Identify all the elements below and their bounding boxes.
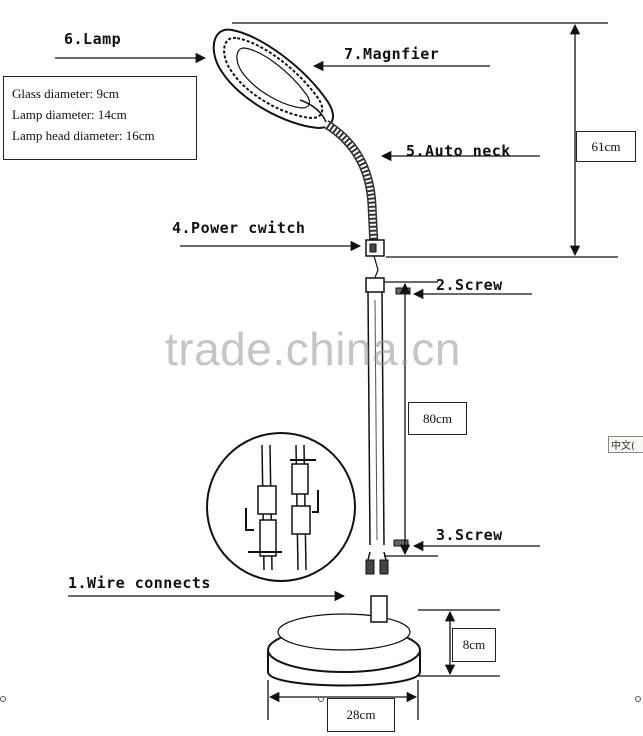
spec-glass-diameter: Glass diameter: 9cm bbox=[12, 86, 119, 101]
dim-base-height: 8cm bbox=[452, 628, 496, 662]
label-wire-connects: 1.Wire connects bbox=[68, 574, 211, 592]
gooseneck bbox=[323, 120, 379, 247]
dim-base-width: 28cm bbox=[327, 698, 395, 732]
dim-base-height-value: 8cm bbox=[462, 637, 486, 652]
label-auto-neck: 5.Auto neck bbox=[406, 142, 511, 160]
dim-pole-length-value: 80cm bbox=[423, 410, 452, 426]
language-tag[interactable]: 中文( bbox=[608, 436, 643, 453]
detail-circle bbox=[206, 432, 356, 582]
leader-arrows bbox=[55, 52, 540, 602]
top-joint bbox=[365, 277, 411, 295]
spec-lamp-head-diameter: Lamp head diameter: 16cm bbox=[12, 128, 155, 143]
switch-block bbox=[365, 239, 385, 281]
pole bbox=[367, 291, 385, 546]
label-screw-bottom: 3.Screw bbox=[436, 526, 503, 544]
dim-height-top: 61cm bbox=[576, 131, 636, 162]
spec-box: Glass diameter: 9cm Lamp diameter: 14cm … bbox=[3, 76, 197, 160]
label-screw-top: 2.Screw bbox=[436, 276, 503, 294]
lamp-head bbox=[212, 28, 334, 130]
watermark: trade.china.cn bbox=[165, 323, 461, 375]
label-power-switch: 4.Power cwitch bbox=[172, 219, 306, 237]
base bbox=[267, 595, 421, 687]
dimension-lines bbox=[232, 22, 618, 720]
dim-base-width-value: 28cm bbox=[346, 707, 376, 722]
dim-height-top-value: 61cm bbox=[591, 138, 621, 154]
label-magnifier: 7.Magnfier bbox=[344, 45, 440, 63]
spec-lamp-diameter: Lamp diameter: 14cm bbox=[12, 107, 127, 122]
dim-pole-length: 80cm bbox=[408, 402, 467, 435]
label-lamp: 6.Lamp bbox=[64, 30, 122, 48]
corner-markers bbox=[0, 696, 641, 702]
bottom-joint bbox=[365, 539, 409, 575]
